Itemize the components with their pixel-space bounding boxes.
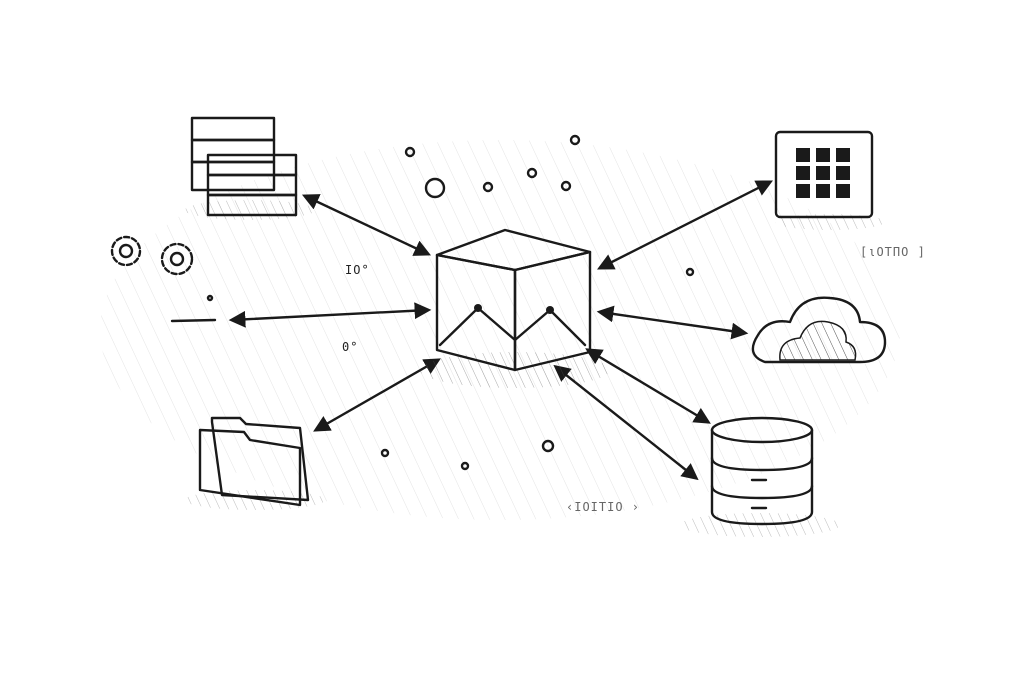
small-label-left-2: 0° [342, 340, 359, 354]
arrow-servers [301, 194, 432, 256]
cube-hub[interactable] [420, 228, 610, 388]
small-label-left: IO° [345, 263, 370, 277]
gears-icon [110, 235, 194, 276]
cloud-icon[interactable] [751, 296, 887, 364]
arrow-folder [313, 358, 441, 432]
database-icon[interactable] [680, 416, 840, 537]
server-stack-icon[interactable] [185, 116, 315, 220]
arrow-left [228, 302, 432, 328]
folder-icon[interactable] [185, 416, 325, 510]
background-shading [100, 140, 900, 520]
grid-app-icon[interactable] [774, 130, 885, 230]
arrow-grid [597, 180, 773, 270]
connection-arrows [170, 180, 773, 481]
arrow-database-2 [553, 364, 699, 481]
decorative-bubbles [206, 134, 695, 471]
binary-label-bottom: ‹IOITIO › [566, 500, 641, 514]
binary-label-top-right: [ιOTΠO ] [860, 245, 926, 259]
arrow-cloud [596, 305, 749, 340]
